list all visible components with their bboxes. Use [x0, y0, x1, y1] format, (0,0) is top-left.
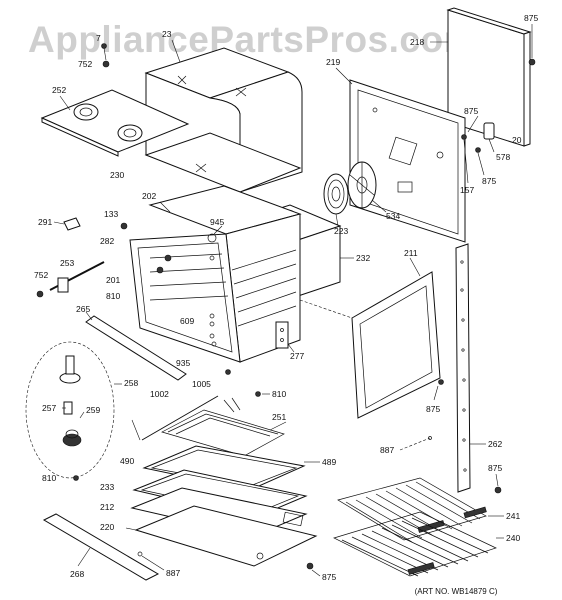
- callout-1002: 1002: [150, 389, 169, 399]
- screw-887b-icon[interactable]: [137, 551, 143, 557]
- part-251-bake-element[interactable]: [161, 397, 285, 457]
- callout-875a: 875: [524, 13, 538, 23]
- callout-202: 202: [142, 191, 156, 201]
- part-534-fan-blade[interactable]: [347, 161, 377, 209]
- callout-282: 282: [100, 236, 114, 246]
- callout-945: 945: [210, 217, 224, 227]
- part-240-oven-rack[interactable]: [333, 511, 497, 577]
- callout-212: 212: [100, 502, 114, 512]
- callout-277: 277: [290, 351, 304, 361]
- callout-251: 251: [272, 412, 286, 422]
- part-490-gasket[interactable]: [141, 395, 219, 441]
- callout-578: 578: [496, 152, 510, 162]
- screw-875c-icon[interactable]: [475, 147, 481, 153]
- callout-1005: 1005: [192, 379, 211, 389]
- part-265-vent-trim[interactable]: [85, 315, 187, 381]
- part-277-hinge-bracket[interactable]: [275, 321, 289, 349]
- callout-233: 233: [100, 482, 114, 492]
- callout-752a: 752: [78, 59, 92, 69]
- screw-875e-icon[interactable]: [494, 486, 502, 494]
- part-223-convection-element[interactable]: [323, 173, 349, 215]
- callout-220: 220: [100, 522, 114, 532]
- screw-935-icon[interactable]: [211, 341, 217, 347]
- callout-253: 253: [60, 258, 74, 268]
- screw-133-icon[interactable]: [120, 222, 128, 230]
- screw-7-icon[interactable]: [101, 43, 107, 49]
- callout-240: 240: [506, 533, 520, 543]
- callout-133: 133: [104, 209, 118, 219]
- screw-810b-icon[interactable]: [255, 391, 261, 397]
- callout-810b: 810: [272, 389, 286, 399]
- screw-875d-icon[interactable]: [438, 379, 444, 385]
- callout-935: 935: [176, 358, 190, 368]
- callout-752b: 752: [34, 270, 48, 280]
- callout-291: 291: [38, 217, 52, 227]
- callout-810a: 810: [106, 291, 120, 301]
- callout-875e: 875: [488, 463, 502, 473]
- art-number: (ART NO. WB14879 C): [415, 587, 498, 596]
- callout-219: 219: [326, 57, 340, 67]
- screw-752a-icon[interactable]: [102, 60, 110, 68]
- callout-257: 257: [42, 403, 56, 413]
- part-220-oven-floor[interactable]: [134, 505, 318, 567]
- callout-201: 201: [106, 275, 120, 285]
- callout-534: 534: [386, 211, 400, 221]
- part-945-sensor-icon[interactable]: [207, 233, 217, 243]
- screw-752b-icon[interactable]: [36, 290, 44, 298]
- callout-241: 241: [506, 511, 520, 521]
- callout-489: 489: [322, 457, 336, 467]
- part-201-oven-cavity[interactable]: [129, 185, 302, 363]
- part-268-bottom-trim[interactable]: [42, 513, 160, 581]
- screw-875a-icon[interactable]: [528, 58, 536, 66]
- part-253-probe-jack[interactable]: [49, 261, 105, 293]
- callout-887b: 887: [166, 568, 180, 578]
- callout-259: 259: [86, 405, 100, 415]
- detail-light-assembly[interactable]: [25, 341, 115, 479]
- screw-1005-icon[interactable]: [225, 369, 231, 375]
- callout-7: 7: [96, 33, 101, 43]
- callout-20: 20: [512, 135, 522, 145]
- watermark-text: AppliancePartsPros.com: [28, 19, 477, 60]
- callout-268: 268: [70, 569, 84, 579]
- part-252-top-plate[interactable]: [40, 89, 190, 157]
- callout-211: 211: [404, 248, 418, 258]
- callout-258: 258: [124, 378, 138, 388]
- part-578-bracket[interactable]: [483, 122, 495, 140]
- callout-887a: 887: [380, 445, 394, 455]
- part-211-door-frame[interactable]: [299, 271, 441, 419]
- callout-262: 262: [488, 439, 502, 449]
- screw-875b-icon[interactable]: [461, 134, 467, 140]
- part-23-top-wrap[interactable]: [144, 47, 303, 193]
- screw-810c-icon[interactable]: [73, 475, 79, 481]
- callout-23: 23: [162, 29, 172, 39]
- callout-875b: 875: [464, 106, 478, 116]
- callout-609: 609: [180, 316, 194, 326]
- callout-875f: 875: [322, 572, 336, 582]
- part-262-side-trim[interactable]: [455, 243, 471, 493]
- callout-265: 265: [76, 304, 90, 314]
- part-218-rear-cover[interactable]: [446, 7, 532, 147]
- callout-232: 232: [356, 253, 370, 263]
- callout-875c: 875: [482, 176, 496, 186]
- part-219-back-panel[interactable]: [349, 79, 466, 243]
- screw-609-icon[interactable]: [209, 321, 215, 327]
- callout-157: 157: [460, 185, 474, 195]
- callout-490: 490: [120, 456, 134, 466]
- callout-218: 218: [410, 37, 424, 47]
- callout-875d: 875: [426, 404, 440, 414]
- part-291-clip[interactable]: [63, 217, 81, 231]
- callout-230: 230: [110, 170, 124, 180]
- callout-810c: 810: [42, 473, 56, 483]
- callout-252: 252: [52, 85, 66, 95]
- screw-875f-icon[interactable]: [306, 562, 314, 570]
- callout-223: 223: [334, 226, 348, 236]
